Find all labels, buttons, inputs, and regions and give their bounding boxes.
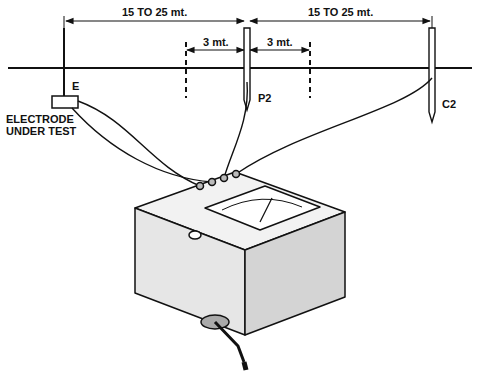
extension-line (64, 16, 65, 30)
electrode-label: ELECTRODE UNDER TEST (4, 113, 98, 137)
ground-line (8, 67, 472, 69)
dimension-label: 15 TO 25 mt. (120, 6, 189, 18)
dimension-label: 3 mt. (265, 36, 295, 48)
dimension-label: 15 TO 25 mt. (306, 6, 375, 18)
c2-stake (429, 28, 435, 122)
dimension-line (187, 49, 244, 50)
electrode-plate (52, 96, 78, 108)
terminal-label: E (70, 80, 81, 92)
wire (72, 108, 212, 182)
electrode-rod (63, 28, 65, 96)
wire (78, 101, 200, 186)
earth-tester (135, 171, 345, 371)
dashed-position (185, 42, 187, 98)
dimension-line (250, 49, 309, 50)
terminal-label: C2 (440, 98, 458, 110)
dimension-label: 3 mt. (201, 36, 231, 48)
dimension-line (66, 20, 244, 21)
dashed-position (309, 42, 311, 98)
wire (224, 82, 247, 178)
dimension-line (250, 20, 430, 21)
wire (236, 78, 432, 174)
terminal-label: P2 (256, 92, 273, 104)
